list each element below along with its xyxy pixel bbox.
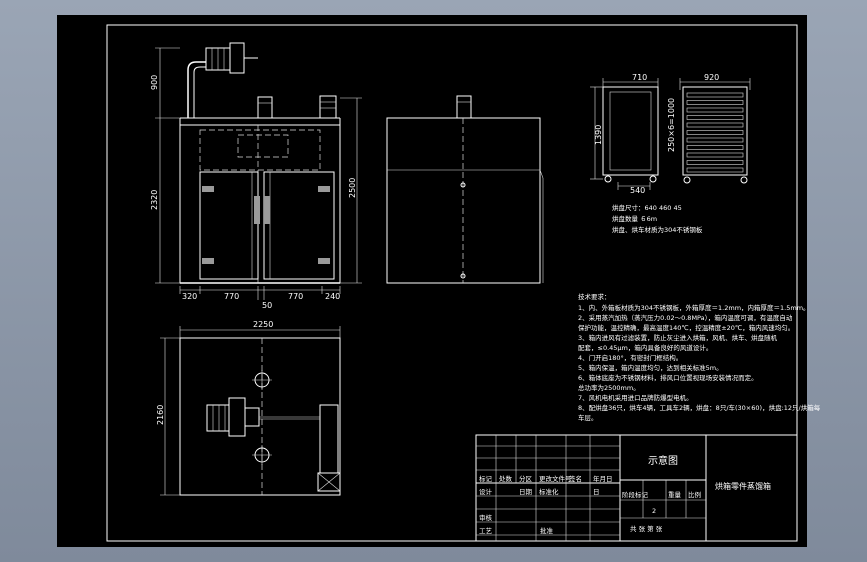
tech-item: 8、配烘盘36只，烘车4辆，工具车2辆，烘盘：8只/车(30×60)，烘盘:12… [578, 403, 821, 412]
tb-drawing-name: 示意图 [648, 454, 678, 467]
cart-shelf [686, 107, 744, 113]
tb-date: 年月日 [593, 474, 613, 483]
dim-bottom-door-right: 770 [288, 292, 303, 301]
tb-sheet-info: 共 张 第 张 [630, 524, 663, 533]
tech-item: 4、门开启180°，有密封门框结构。 [578, 353, 682, 362]
tb-design-day: 日 [593, 488, 600, 496]
tb-signature: 签名 [569, 474, 582, 483]
tb-scale: 比例 [688, 490, 701, 499]
dim-bottom-right: 240 [325, 292, 340, 301]
tech-item: 7、风机电机采用进口品牌防爆型电机。 [578, 393, 693, 402]
tb-mark: 标记 [479, 474, 493, 483]
tb-approve: 批准 [540, 526, 554, 535]
tech-item: 车层。 [578, 413, 598, 422]
cart-side [682, 86, 748, 176]
tech-item: 总功率为2500mm。 [578, 383, 640, 392]
drawing-canvas [57, 15, 807, 547]
door-handle-icon [254, 196, 260, 224]
tech-item: 5、箱内保温，箱内温度均匀，达到相关标准5m。 [578, 363, 723, 372]
tech-item: 2、采用蒸汽加热（蒸汽压力0.02～0.8MPa），箱内温度可调，有温度自动 [578, 313, 793, 322]
tech-item: 配套，≤0.45μm，箱内具备良好的风道设计。 [578, 343, 712, 352]
tb-stage-value: 2 [652, 507, 656, 515]
hinge-icon [318, 258, 330, 264]
dim-plan-depth: 2160 [156, 405, 165, 425]
tech-item: 6、箱体底座为不锈钢材料，排风口位置视现场安装情况而定。 [578, 373, 758, 382]
dim-front-body-height: 2320 [150, 190, 159, 210]
tb-count: 处数 [499, 474, 513, 483]
dim-bottom-center: 50 [262, 301, 272, 310]
tech-item: 1、内、外箱板材质为304不锈钢板，外箱厚度＝1.2mm，内箱厚度＝1.5mm。 [578, 303, 810, 312]
side-view [386, 95, 544, 284]
front-view [155, 42, 362, 300]
dim-bottom-left: 320 [182, 292, 197, 301]
door-handle-icon [264, 196, 270, 224]
cart-note-2: 烘盘数量 ６6m [612, 214, 657, 223]
plan-view [160, 326, 341, 496]
top-fan-motor [257, 96, 273, 119]
dim-cart-depth: 920 [704, 73, 719, 82]
dim-cart-width: 710 [632, 73, 647, 82]
dim-side-total-height: 2500 [348, 178, 357, 198]
tb-standardization: 标准化 [539, 487, 559, 496]
title-block [475, 434, 798, 542]
tb-review: 审核 [479, 513, 493, 522]
tech-item: 保护功能，温控精确，最高温度140℃，控温精度±20℃，箱内风速均匀。 [578, 323, 794, 332]
hinge-icon [202, 186, 214, 192]
cart-shelf [686, 145, 744, 150]
tb-weight: 重量 [668, 491, 682, 499]
cart-shelf [686, 130, 744, 135]
cart-shelf [686, 115, 744, 120]
tech-requirements: 技术要求： 1、内、外箱板材质为304不锈钢板，外箱厚度＝1.2mm，内箱厚度＝… [578, 292, 821, 422]
dim-plan-width: 2250 [253, 320, 273, 329]
cart-front [602, 86, 659, 176]
cart-shelf [686, 122, 744, 128]
side-fan-motor [456, 95, 472, 119]
cart-shelf [686, 137, 744, 143]
cart-shelf [686, 160, 744, 165]
hinge-icon [318, 186, 330, 192]
tb-project-name: 烘箱零件蒸馏箱 [715, 481, 771, 491]
tb-design: 设计 [479, 487, 493, 496]
right-door [263, 171, 335, 280]
cart-note-1: 烘盘尺寸：640 460 45 [612, 203, 682, 212]
hinge-icon [202, 258, 214, 264]
top-exhaust-box [319, 95, 337, 119]
cart-shelf [686, 92, 744, 98]
cart-views [590, 78, 751, 190]
dim-cart-base: 540 [630, 186, 645, 195]
tb-design-date: 日期 [519, 488, 533, 496]
dim-bottom-door-left: 770 [224, 292, 239, 301]
plan-duct-box [317, 472, 341, 492]
cart-shelf [686, 100, 744, 105]
dim-front-top-height: 900 [150, 75, 159, 90]
tb-change-doc: 更改文件号 [539, 474, 572, 483]
cart-shelf [686, 167, 744, 173]
dim-cart-spacing: 250×6=1000 [667, 98, 676, 152]
left-door [199, 171, 259, 280]
cart-shelf [686, 152, 744, 158]
drawing-frame [106, 24, 798, 542]
tech-title: 技术要求： [578, 292, 611, 301]
dim-cart-height: 1390 [594, 125, 603, 145]
cart-note-3: 烘盘、烘车材质为304不锈钢板 [612, 225, 703, 234]
tb-zone: 分区 [519, 474, 533, 483]
tb-process: 工艺 [479, 527, 493, 535]
plan-view-body [179, 337, 341, 496]
tech-item: 3、箱内进风有过滤装置，防止灰尘进入烘箱，风机、烘车、烘盘随机 [578, 333, 778, 342]
tb-stage-mark: 阶段标记 [622, 490, 649, 499]
